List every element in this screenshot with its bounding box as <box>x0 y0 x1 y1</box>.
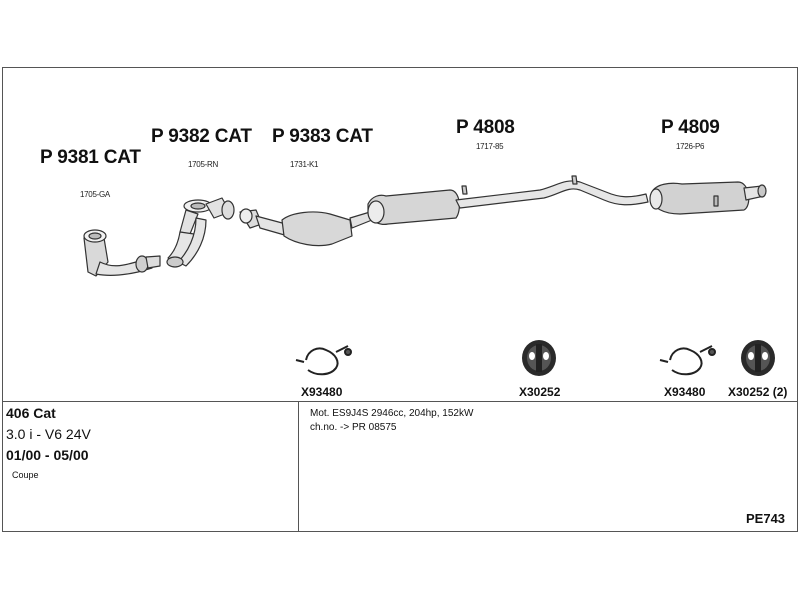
vehicle-body: Coupe <box>12 470 39 480</box>
part-code-1705-ga: 1705-GA <box>80 190 110 199</box>
divider-horizontal <box>2 401 798 402</box>
part-code-1717-85: 1717-85 <box>476 142 504 151</box>
part-code-1726-p6: 1726-P6 <box>676 142 705 151</box>
catalyst-p9382-drawing <box>166 197 235 268</box>
catalyst-p9381-drawing <box>83 229 161 277</box>
part-number-p4808: P 4808 <box>456 117 515 138</box>
part-code-1705-rn: 1705-RN <box>188 160 218 169</box>
accessory-label-x93480-2: X93480 <box>664 385 706 399</box>
clamp-icon-1 <box>295 345 352 376</box>
accessory-label-x93480: X93480 <box>301 385 343 399</box>
chassis-note: ch.no. -> PR 08575 <box>310 422 397 433</box>
accessory-label-x30252-2: X30252 (2) <box>728 385 788 399</box>
vehicle-engine: 3.0 i - V6 24V <box>6 426 91 442</box>
motor-note: Mot. ES9J4S 2946cc, 204hp, 152kW <box>310 408 474 419</box>
part-code-1731-k1: 1731-K1 <box>290 160 319 169</box>
divider-vertical <box>298 401 299 532</box>
part-number-p9383: P 9383 CAT <box>272 126 373 147</box>
accessory-label-x30252: X30252 <box>519 385 561 399</box>
clamp-icon-2 <box>659 345 716 376</box>
silencer-p4808-drawing <box>367 175 649 225</box>
vehicle-model: 406 Cat <box>6 405 56 421</box>
system-code: PE743 <box>746 511 786 526</box>
silencer-p4809-drawing <box>649 181 767 215</box>
rubber-mount-icon-1 <box>522 340 556 376</box>
catalyst-p9383-drawing <box>239 208 373 247</box>
part-number-p9381: P 9381 CAT <box>40 147 141 168</box>
rubber-mount-icon-2 <box>741 340 775 376</box>
vehicle-years: 01/00 - 05/00 <box>6 447 89 463</box>
diagram-frame <box>2 67 798 532</box>
part-number-p4809: P 4809 <box>661 117 720 138</box>
part-number-p9382: P 9382 CAT <box>151 126 252 147</box>
